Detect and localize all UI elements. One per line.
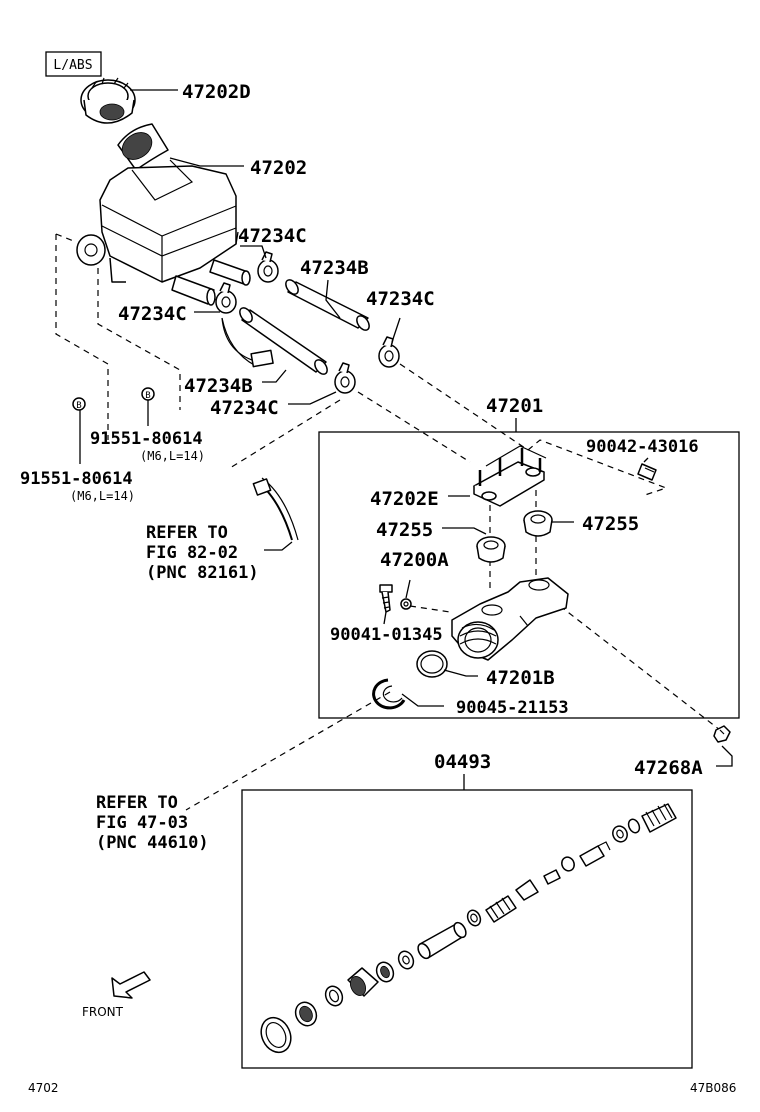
label-47234c-right: 47234C (366, 288, 435, 310)
ref2-line2: FIG 47-03 (96, 813, 188, 833)
level-sensor-wire-drawing (221, 317, 299, 541)
label-47234c-bottom: 47234C (210, 397, 279, 419)
reservoir-union-drawing (473, 445, 547, 507)
ref2-line3: (PNC 44610) (96, 833, 209, 853)
label-47234b-bottom: 47234B (184, 375, 253, 397)
label-47202: 47202 (250, 157, 307, 179)
ref1-line2: FIG 82-02 (146, 543, 238, 563)
bolt-marker-right: B (145, 391, 150, 401)
label-90041-01345: 90041-01345 (330, 625, 443, 645)
variant-tag-label: L/ABS (53, 58, 92, 73)
hose-clamps-drawing (215, 251, 400, 394)
label-91551-80614-right: 91551-80614 (90, 429, 203, 449)
seal-rings-drawing (372, 650, 448, 710)
leader-lines (79, 89, 733, 790)
label-47202e: 47202E (370, 488, 439, 510)
part-labels: 47202D 47202 47234C 47234B 47234C 47234C… (20, 81, 703, 779)
label-47201b: 47201B (486, 667, 555, 689)
label-47255-right: 47255 (582, 513, 639, 535)
ref1-line1: REFER TO (146, 523, 228, 543)
master-cylinder-assembly-box (318, 431, 740, 719)
label-bolt-spec-left: (M6,L=14) (70, 489, 135, 503)
figure-number: 4702 (28, 1081, 59, 1095)
label-47200a: 47200A (380, 549, 449, 571)
reference-note-82-02: REFER TO FIG 82-02 (PNC 82161) (146, 523, 259, 583)
repair-kit-box (241, 789, 693, 1069)
reservoir-nozzles-drawing (171, 259, 251, 306)
label-47202d: 47202D (182, 81, 251, 103)
reference-note-47-03: REFER TO FIG 47-03 (PNC 44610) (96, 793, 209, 853)
front-label: FRONT (82, 1005, 124, 1019)
pin-drawing (637, 463, 657, 481)
screw-and-washer-drawing (379, 584, 412, 613)
label-47234c-left: 47234C (118, 303, 187, 325)
bolt-47268a-drawing (713, 725, 731, 743)
label-47234c-top: 47234C (238, 225, 307, 247)
label-90045-21153: 90045-21153 (456, 698, 569, 718)
grommets-drawing (476, 510, 553, 563)
ref2-line1: REFER TO (96, 793, 178, 813)
front-arrow-icon (111, 971, 151, 999)
label-47234b-top: 47234B (300, 257, 369, 279)
label-47255-left: 47255 (376, 519, 433, 541)
label-47201: 47201 (486, 395, 543, 417)
repair-kit-components-drawing (260, 803, 677, 1054)
label-90042-43016: 90042-43016 (586, 437, 699, 457)
label-47268a: 47268A (634, 757, 703, 779)
label-91551-80614-left: 91551-80614 (20, 469, 133, 489)
illustration-code: 47B086 (690, 1081, 736, 1095)
reservoir-cap-drawing (80, 77, 136, 124)
ref1-line3: (PNC 82161) (146, 563, 259, 583)
reservoir-hoses-drawing (239, 279, 370, 375)
variant-tag: L/ABS (45, 51, 102, 77)
bolt-marker-left: B (76, 401, 81, 411)
dashed-guides (55, 233, 721, 811)
mounting-bolts-drawing: B B (72, 387, 155, 411)
cylinder-body-drawing (451, 577, 569, 661)
label-04493: 04493 (434, 751, 491, 773)
variant-tag-box (45, 51, 102, 77)
reservoir-tank-drawing (76, 123, 237, 283)
label-bolt-spec-right: (M6,L=14) (140, 449, 205, 463)
